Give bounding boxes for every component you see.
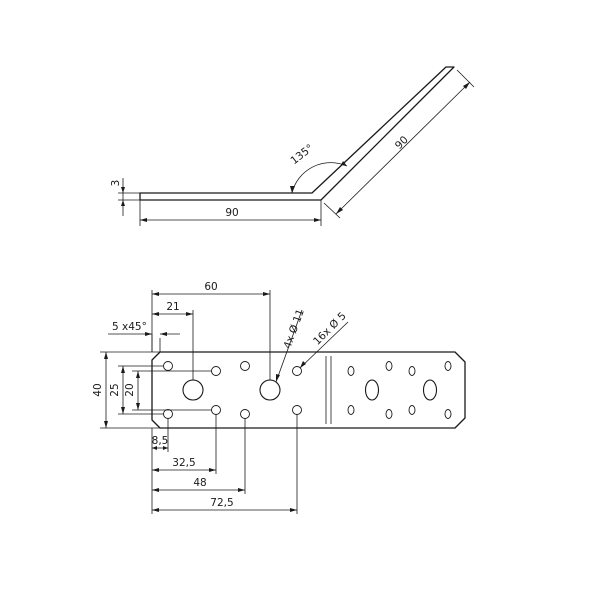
small-hole xyxy=(292,405,302,415)
large-hole xyxy=(364,379,380,401)
large-hole xyxy=(259,379,281,401)
dim-25-label: 25 xyxy=(109,383,121,396)
large-hole xyxy=(182,379,204,401)
dim-40: 40 xyxy=(92,351,160,429)
dim-48: 48 xyxy=(151,418,246,494)
angle-label: 135° xyxy=(288,142,315,167)
dim-21: 21 xyxy=(152,301,194,380)
holes-right xyxy=(347,361,452,419)
small-holes-left xyxy=(163,361,302,419)
small-hole xyxy=(385,409,393,419)
dim-21-label: 21 xyxy=(166,301,179,313)
dim-25: 25 xyxy=(109,365,164,415)
small-hole xyxy=(444,361,452,371)
dim-72-5: 72,5 xyxy=(151,414,298,514)
small-hole-callout: 16x Ø 5 xyxy=(299,310,349,369)
small-hole xyxy=(163,361,173,371)
arm-length-label: 90 xyxy=(393,134,411,152)
dim-72-5-label: 72,5 xyxy=(210,497,233,509)
small-hole xyxy=(240,409,250,419)
chamfer-label: 5 x45° xyxy=(112,321,147,333)
flat-length-label: 90 xyxy=(225,207,238,219)
thickness-label: 3 xyxy=(110,180,122,187)
dim-8-5: 8,5 xyxy=(151,418,169,452)
small-hole-callout-label: 16x Ø 5 xyxy=(311,310,349,348)
dim-20-label: 20 xyxy=(124,383,136,396)
side-view: 3 90 90 135° xyxy=(110,66,475,226)
small-hole xyxy=(408,405,416,415)
dim-20: 20 xyxy=(124,370,212,411)
chamfer-dimension: 5 x45° xyxy=(108,321,180,352)
dim-48-label: 48 xyxy=(193,477,206,489)
dim-32-5: 32,5 xyxy=(151,414,217,474)
dim-60-label: 60 xyxy=(204,281,217,293)
dim-8-5-label: 8,5 xyxy=(152,435,169,447)
small-hole xyxy=(444,409,452,419)
small-hole xyxy=(292,366,302,376)
small-hole xyxy=(211,405,221,415)
small-hole xyxy=(347,405,355,415)
large-holes-left xyxy=(182,379,281,401)
small-hole xyxy=(408,366,416,376)
thickness-dimension: 3 xyxy=(110,178,140,216)
large-hole-callout-label: 4x Ø 11 xyxy=(281,308,306,351)
plate-outline xyxy=(151,351,466,429)
large-hole xyxy=(422,379,438,401)
bent-strip-outline xyxy=(139,66,455,201)
plan-view: 60 21 5 x45° 40 xyxy=(92,281,466,514)
small-hole xyxy=(385,361,393,371)
large-hole-callout: 4x Ø 11 xyxy=(275,308,307,383)
flat-length-dimension: 90 xyxy=(139,200,322,226)
dim-60: 60 xyxy=(151,281,271,380)
dim-32-5-label: 32,5 xyxy=(172,457,195,469)
small-hole xyxy=(240,361,250,371)
dim-40-label: 40 xyxy=(92,383,104,396)
small-hole xyxy=(211,366,221,376)
small-hole xyxy=(163,409,173,419)
small-hole xyxy=(347,366,355,376)
arm-length-dimension: 90 xyxy=(323,69,475,219)
